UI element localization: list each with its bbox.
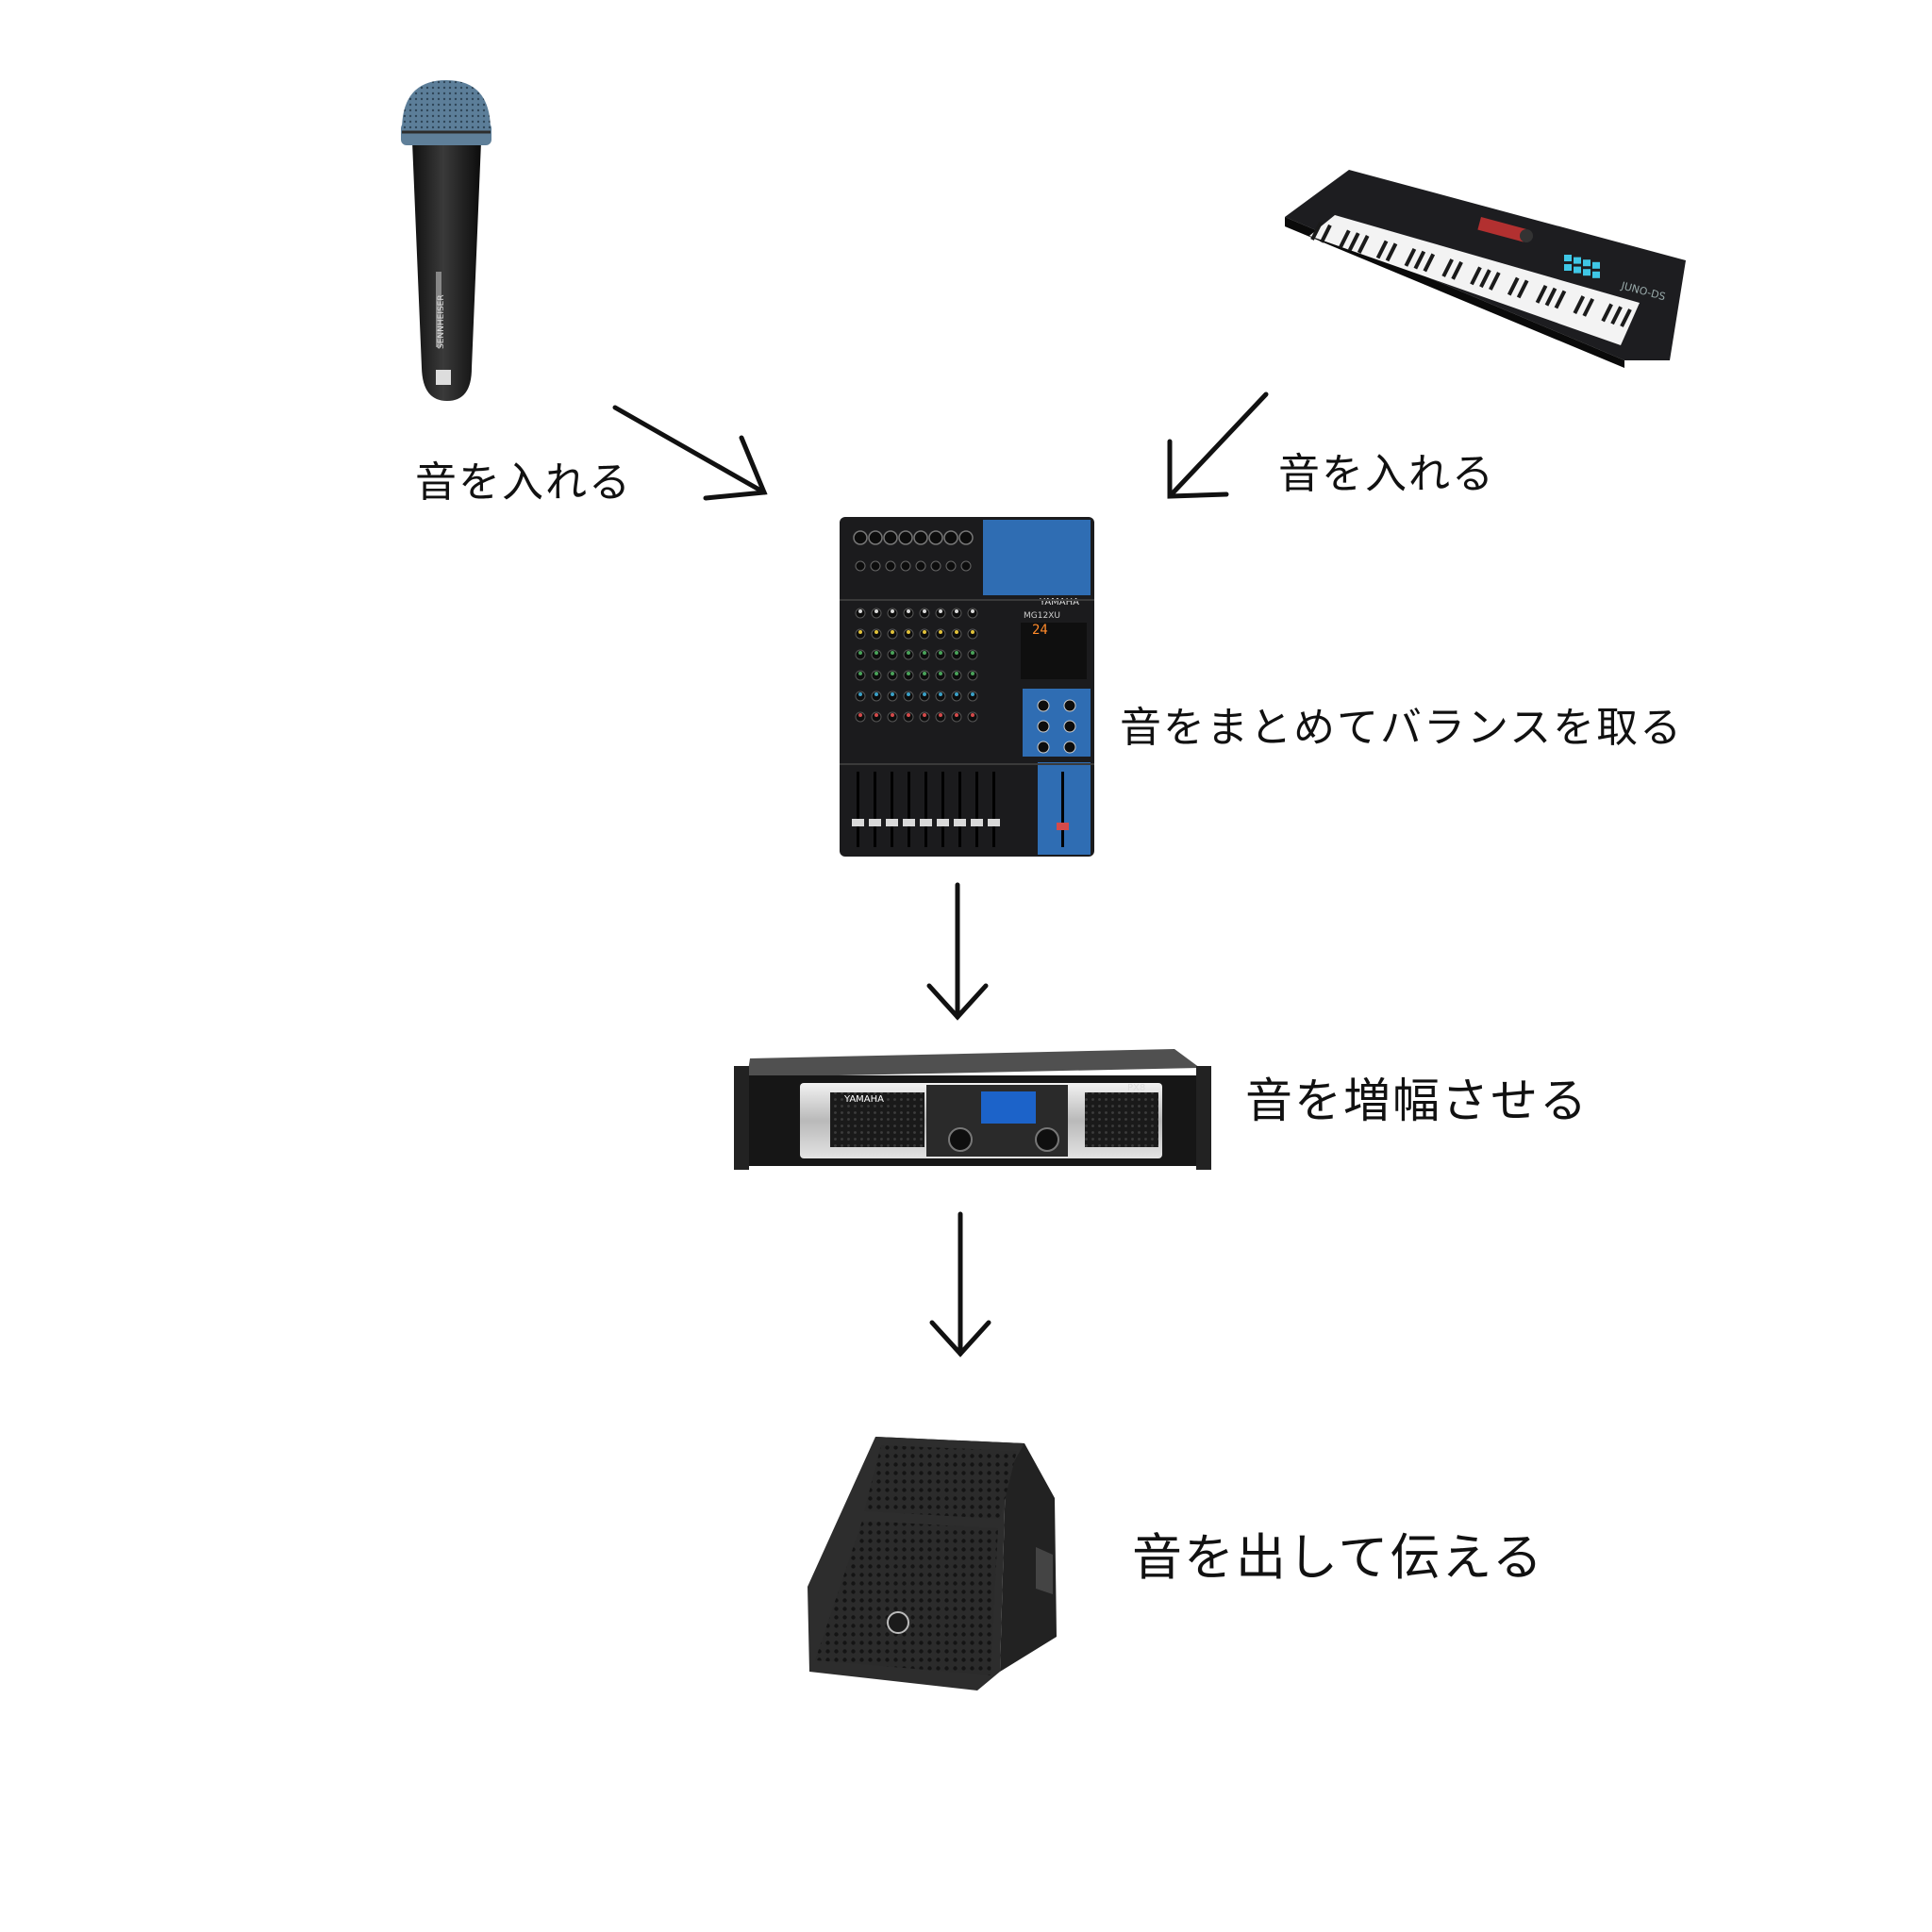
amp-brand-text: YAMAHA — [843, 1094, 884, 1105]
synth-pads — [1564, 255, 1600, 278]
mixer-brand-text: YAMAHA — [1039, 597, 1079, 608]
flow-arrows — [612, 391, 1269, 1357]
svg-text:24: 24 — [1032, 623, 1048, 638]
arrow-mic-to-mixer — [612, 405, 767, 495]
label-mic-input: 音を入れる — [415, 458, 632, 507]
label-speaker: 音を出して伝える — [1132, 1529, 1544, 1587]
amplifier-image: YAMAHA PX8 — [734, 1049, 1211, 1170]
label-amplifier: 音を増幅させる — [1245, 1074, 1589, 1128]
mixer-image: 24 YAMAHA MG12XU — [840, 517, 1094, 857]
mic-brand-text: SENNHEISER — [437, 294, 446, 349]
microphone-image: SENNHEISER — [401, 80, 491, 401]
mixer-model-text: MG12XU — [1024, 611, 1060, 621]
speaker-image — [808, 1437, 1057, 1690]
synthesizer-image: JUNO-DS — [1285, 170, 1686, 368]
arrow-amp-to-speaker-head — [929, 1320, 991, 1357]
label-mixer: 音をまとめてバランスを取る — [1120, 704, 1684, 752]
mixer-faders — [852, 772, 1069, 847]
arrow-mixer-to-amp-head — [926, 983, 989, 1021]
mixer-knobs — [853, 530, 1076, 754]
arrow-synth-to-mixer — [1167, 391, 1269, 499]
arrow-mic-to-mixer-head — [703, 435, 768, 501]
amp-model-text: PX8 — [1127, 1083, 1145, 1093]
synth-black-keys — [1310, 222, 1632, 327]
label-synth-input: 音を入れる — [1278, 450, 1495, 498]
arrow-synth-to-mixer-head — [1167, 439, 1229, 499]
